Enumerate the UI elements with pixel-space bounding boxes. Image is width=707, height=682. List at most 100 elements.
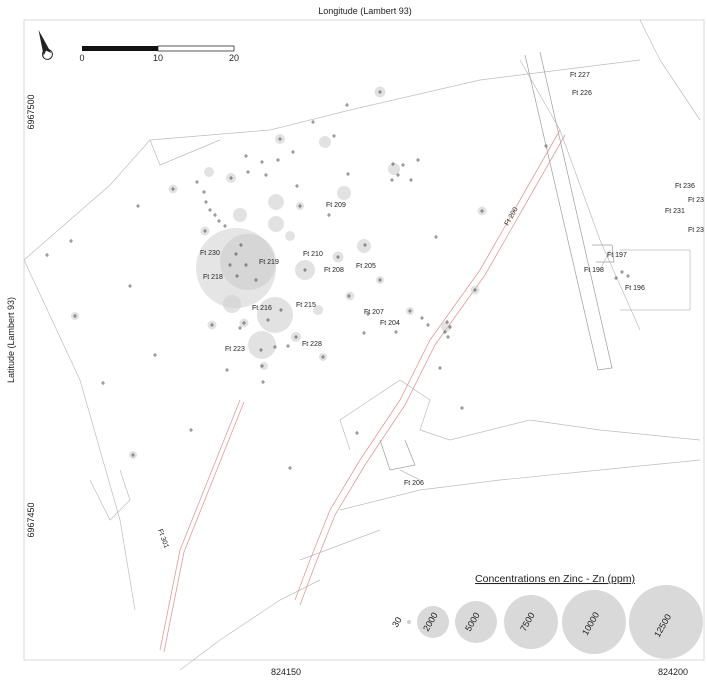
feature-label: Ft 197 <box>607 252 627 259</box>
sample-cross <box>401 163 405 167</box>
sample-cross <box>460 406 464 410</box>
sample-cross <box>394 330 398 334</box>
sample-cross <box>321 355 325 359</box>
sample-cross <box>294 335 298 339</box>
sample-cross <box>409 178 413 182</box>
sample-cross <box>408 309 412 313</box>
conc-circle <box>285 231 295 241</box>
sample-cross <box>260 160 264 164</box>
sample-cross <box>217 219 221 223</box>
feature-label: Ft 236 <box>675 183 695 190</box>
sample-cross <box>242 321 246 325</box>
y-tick-6967500: 6967500 <box>26 94 36 129</box>
conc-circle <box>268 194 284 210</box>
conc-circle <box>248 331 276 359</box>
sample-cross <box>480 209 484 213</box>
x-tick-824150: 824150 <box>271 667 301 677</box>
sample-cross <box>288 466 292 470</box>
feature-label: Ft 223 <box>225 346 245 353</box>
sample-cross <box>620 270 624 274</box>
sample-cross <box>264 173 268 177</box>
sample-cross <box>229 176 233 180</box>
sample-cross <box>189 428 193 432</box>
feature-label: Ft 218 <box>203 274 223 281</box>
sample-cross <box>210 323 214 327</box>
conc-circle <box>220 234 276 290</box>
feature-label: Ft 230 <box>200 250 220 257</box>
y-tick-6967450: 6967450 <box>26 502 36 537</box>
feature-label: Ft 219 <box>259 259 279 266</box>
sample-cross <box>336 255 340 259</box>
sample-cross <box>390 178 394 182</box>
sample-cross <box>261 380 265 384</box>
conc-circle <box>257 297 293 333</box>
left-axis-label: Latitude (Lambert 93) <box>6 297 16 383</box>
sample-cross <box>45 253 49 257</box>
sample-cross <box>448 325 452 329</box>
feature-label: Ft 196 <box>625 285 645 292</box>
conc-circle <box>337 186 351 200</box>
sample-cross <box>426 323 430 327</box>
sample-cross <box>391 162 395 166</box>
sample-cross <box>273 345 277 349</box>
scale-label-10: 10 <box>153 53 163 63</box>
feature-label: Ft 228 <box>302 341 322 348</box>
sample-cross <box>131 453 135 457</box>
sample-cross <box>239 243 243 247</box>
feature-label: Ft 204 <box>380 320 400 327</box>
sample-cross <box>345 103 349 107</box>
sample-cross <box>396 173 400 177</box>
sample-cross <box>266 318 270 322</box>
sample-cross <box>203 229 207 233</box>
feature-labels: Ft 227 Ft 226 Ft 236 Ft 23 Ft 231 Ft 23 … <box>156 72 704 549</box>
sample-cross <box>73 314 77 318</box>
conc-circle <box>357 239 371 253</box>
sample-cross <box>171 187 175 191</box>
sample-cross <box>438 366 442 370</box>
sample-cross <box>235 274 239 278</box>
conc-circle <box>313 305 323 315</box>
feature-label: Ft 226 <box>572 90 592 97</box>
sample-cross <box>208 208 212 212</box>
sample-cross <box>332 134 336 138</box>
sample-cross <box>238 326 242 330</box>
feature-label: Ft 216 <box>252 305 272 312</box>
feature-label: Ft 215 <box>296 302 316 309</box>
scale-label-0: 0 <box>79 53 84 63</box>
sample-cross <box>244 154 248 158</box>
legend-value: 30 <box>390 615 404 629</box>
sample-cross <box>278 137 282 141</box>
sample-cross <box>291 150 295 154</box>
sample-cross <box>347 294 351 298</box>
map-frame <box>23 19 705 661</box>
sample-cross <box>363 243 367 247</box>
sample-cross <box>136 204 140 208</box>
sample-cross <box>416 158 420 162</box>
sample-points <box>45 90 630 470</box>
conc-circle <box>441 322 451 332</box>
sample-cross <box>244 263 248 267</box>
sample-cross <box>276 158 280 162</box>
legend-item-7500: 7500 <box>504 595 558 649</box>
sample-cross <box>204 200 208 204</box>
sample-cross <box>434 235 438 239</box>
sample-cross <box>355 431 359 435</box>
legend-item-10000: 10000 <box>562 590 626 654</box>
sample-cross <box>626 274 630 278</box>
sample-cross <box>446 335 450 339</box>
legend-item-30: 30 <box>390 615 411 629</box>
feature-label: Ft 205 <box>356 263 376 270</box>
concentration-circles <box>71 86 487 459</box>
sample-cross <box>544 144 548 148</box>
sample-cross <box>298 204 302 208</box>
sample-cross <box>223 224 227 228</box>
x-tick-824200: 824200 <box>658 667 688 677</box>
sample-cross <box>286 344 290 348</box>
sample-cross <box>259 348 263 352</box>
strip-outline <box>379 51 615 471</box>
sample-cross <box>225 368 229 372</box>
conc-circle <box>223 295 241 313</box>
conc-circle <box>204 167 214 177</box>
sample-cross <box>202 190 206 194</box>
